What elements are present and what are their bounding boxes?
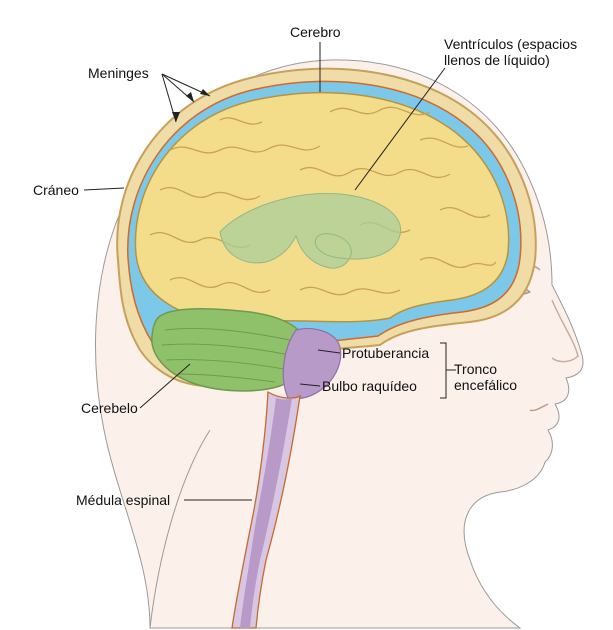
label-protuberancia: Protuberancia [342, 345, 430, 361]
neck-line [149, 429, 211, 629]
label-ventriculos-line1: Ventrículos (espacios [444, 36, 578, 52]
leader-protuberancia [317, 349, 341, 354]
cerebellum-shape [151, 308, 307, 392]
label-craneo: Cráneo [33, 182, 79, 198]
nose-shape [551, 299, 579, 363]
label-ventriculos-line2: llenos de líquido) [444, 52, 550, 68]
arrowheads [172, 89, 210, 122]
label-tronco-line2: encefálico [454, 377, 518, 393]
label-cerebelo: Cerebelo [81, 400, 138, 416]
ventricles-shape [219, 192, 402, 269]
label-cerebro: Cerebro [290, 24, 341, 40]
mouth-shape [529, 403, 549, 412]
label-ventriculos: Ventrículos (espacios llenos de líquido) [444, 36, 577, 68]
leader-craneo [83, 187, 125, 191]
label-bulbo-raquideo: Bulbo raquídeo [322, 378, 417, 394]
label-tronco-line1: Tronco [454, 361, 498, 377]
leader-ventriculos [354, 67, 446, 191]
cerebellum-folia [161, 328, 296, 383]
leader-bulbo [299, 383, 321, 387]
leader-lines [83, 42, 456, 501]
label-tronco-encefalico: Tronco encefálico [454, 361, 517, 393]
spinal-canal-shape [240, 398, 292, 628]
brainstem-shape [282, 327, 342, 400]
label-meninges: Meninges [88, 65, 149, 81]
label-medula-espinal: Médula espinal [76, 492, 171, 508]
leader-cerebelo [139, 363, 191, 409]
